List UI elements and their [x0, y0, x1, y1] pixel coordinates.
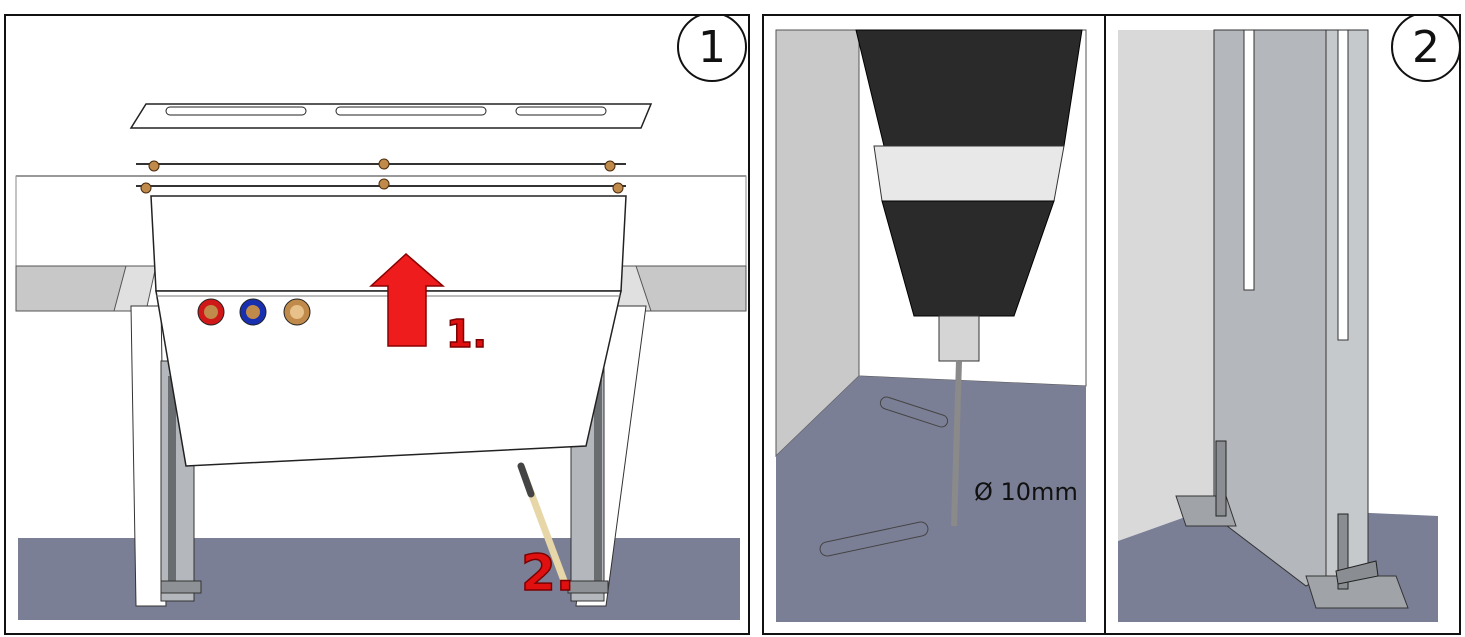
left-side-wall	[130, 305, 167, 607]
cover-slot-2	[335, 106, 487, 116]
arrow-up-icon	[369, 252, 446, 347]
cover-slot-1	[165, 106, 307, 116]
floor	[776, 376, 1086, 622]
left-leg-slot	[168, 376, 176, 586]
anchor-illustration	[1118, 29, 1438, 622]
profile-slot-1	[1243, 29, 1255, 291]
panel-2: Ø 10mm 2	[762, 14, 1461, 635]
drilling-illustration	[775, 29, 1087, 622]
right-foot	[567, 580, 609, 594]
left-wall	[1118, 30, 1216, 541]
panel-1: 1. 2. 1	[4, 14, 750, 635]
base-plate-left	[1175, 495, 1237, 527]
cover-slot-3	[515, 106, 607, 116]
floor-slot-1	[879, 396, 949, 428]
drilling-view: Ø 10mm	[764, 16, 1106, 633]
profile-slot-2	[1337, 29, 1349, 341]
anchor-bolt-2	[1337, 513, 1349, 590]
drill-diameter-label: Ø 10mm	[974, 478, 1078, 506]
drill-icon	[855, 29, 1083, 527]
panel-number-2: 2	[1391, 16, 1459, 82]
rim-bolts	[140, 158, 624, 194]
floor	[18, 538, 740, 620]
right-leg-slot	[594, 371, 602, 581]
panel-number-1: 1	[677, 16, 747, 82]
anchor-view: 2	[1106, 16, 1459, 633]
installation-illustration-1	[15, 103, 747, 620]
box-body	[155, 290, 622, 467]
floor-slot-2	[819, 521, 929, 557]
wing-nut	[1335, 560, 1379, 585]
step-1-label: 1.	[445, 311, 487, 357]
left-foot	[160, 580, 202, 594]
step-2-label: 2.	[520, 543, 575, 603]
anchor-bolt-1	[1215, 440, 1227, 517]
base-plate-right	[1305, 575, 1409, 609]
steel-profile-left	[1213, 29, 1327, 587]
